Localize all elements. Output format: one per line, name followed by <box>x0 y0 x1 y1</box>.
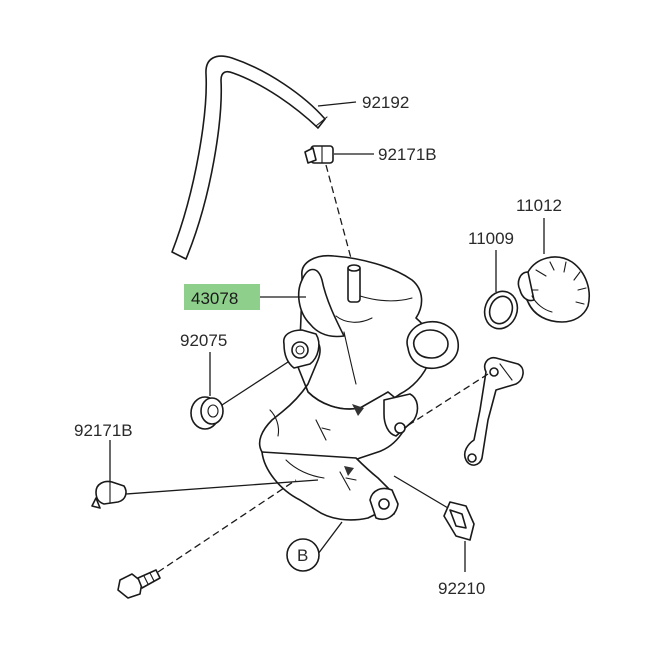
connection-line-bolt <box>157 479 297 573</box>
connection-line-bracket <box>403 373 489 429</box>
hose-clamp-92171b-left <box>91 480 127 509</box>
callout-92171b-left: 92171B <box>74 421 133 440</box>
grommet-92075 <box>190 396 224 430</box>
callout-92171b-top: 92171B <box>378 145 437 164</box>
callout-92192: 92192 <box>362 93 409 112</box>
leader-grommet <box>221 361 289 406</box>
reservoir-tank-43078 <box>258 254 460 521</box>
leader-clip <box>393 475 449 509</box>
callout-92210: 92210 <box>438 579 485 598</box>
reference-b-label: B <box>297 546 308 565</box>
leader-left-clamp <box>125 479 319 495</box>
cap-11012 <box>517 256 590 323</box>
callout-92075: 92075 <box>180 331 227 350</box>
bracket-right <box>463 356 524 466</box>
callout-43078: 43078 <box>191 289 238 308</box>
callout-11009: 11009 <box>468 229 514 248</box>
hose-clamp-92171b-top <box>304 145 334 164</box>
hose-92192 <box>171 55 328 260</box>
bolt <box>117 569 161 599</box>
leader-reference-b <box>317 521 343 555</box>
reference-b-circle <box>286 538 320 572</box>
connection-line-hose <box>325 164 353 263</box>
clip-92210 <box>443 501 475 541</box>
gasket-11009 <box>483 290 519 330</box>
leader-hose <box>317 101 357 107</box>
callout-11012: 11012 <box>516 196 562 215</box>
callout-43078-highlight <box>184 284 260 310</box>
